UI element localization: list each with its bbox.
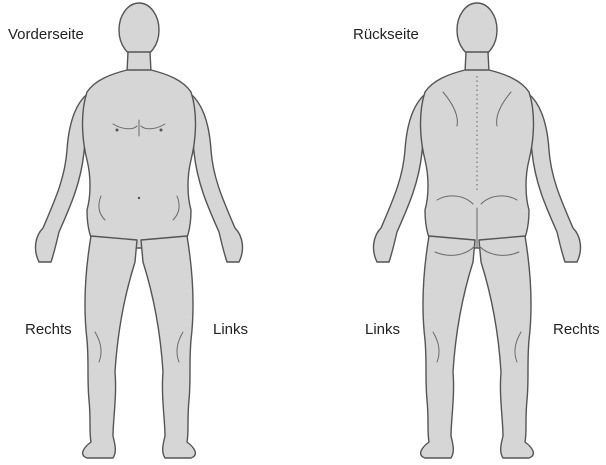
back-right-side-label: Rechts (553, 322, 600, 337)
front-right-side-label: Rechts (25, 322, 72, 337)
back-left-side-label: Links (365, 322, 400, 337)
back-view-title: Rückseite (353, 27, 419, 42)
front-view-title: Vorderseite (8, 27, 84, 42)
front-figure (36, 3, 243, 458)
front-left-side-label: Links (213, 322, 248, 337)
back-figure (374, 3, 581, 458)
